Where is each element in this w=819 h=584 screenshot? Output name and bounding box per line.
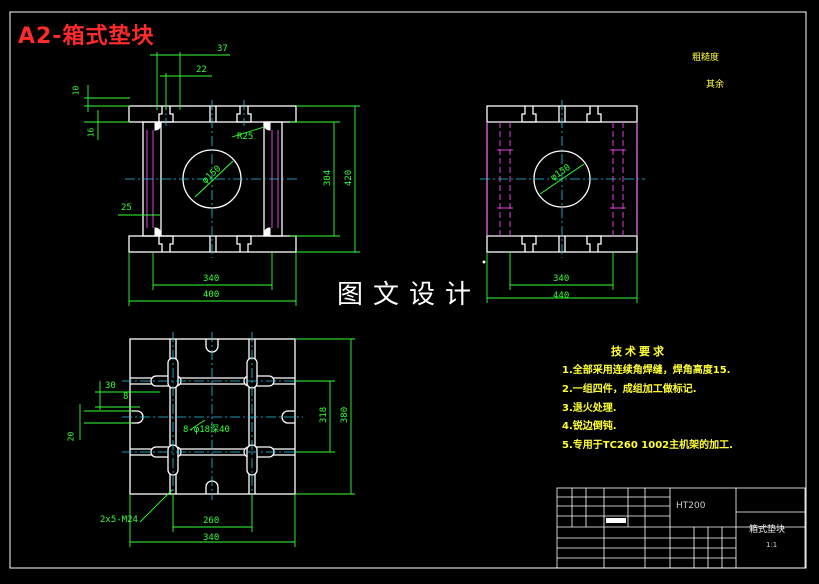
surface-finish-rest-note: 其余 xyxy=(706,80,725,90)
dim-340: 340 xyxy=(203,274,220,284)
front-dimension-lines xyxy=(84,52,360,306)
dim-22: 22 xyxy=(196,65,207,75)
tech-requirement-item: 2.一组四件，成组加工做标记. xyxy=(562,384,697,395)
tech-requirement-item: 4.锐边倒钝. xyxy=(562,421,617,432)
drawing-title: A2-箱式垫块 xyxy=(18,24,155,49)
surface-finish-note: 粗糙度 xyxy=(692,53,720,63)
dim-420: 420 xyxy=(344,169,355,187)
title-block-marker xyxy=(606,518,626,523)
dim-304: 304 xyxy=(323,169,334,187)
dim-16: 16 xyxy=(86,127,96,138)
dim-side-440: 440 xyxy=(553,291,570,301)
dim-side-340: 340 xyxy=(553,274,570,284)
part-name-label: 箱式垫块 xyxy=(749,525,786,535)
tech-requirement-item: 3.退火处理. xyxy=(562,403,617,414)
top-centerlines xyxy=(122,332,303,500)
watermark-text: 图文设计 xyxy=(337,280,482,310)
tech-requirement-item: 5.专用于TC260 1002主机架的加工. xyxy=(562,440,733,451)
dim-8: 8 xyxy=(123,392,129,402)
dim-380: 380 xyxy=(340,406,351,424)
top-dimension-lines xyxy=(79,338,355,547)
dim-400: 400 xyxy=(203,290,220,300)
front-diameter-line xyxy=(194,160,234,198)
material-label: HT200 xyxy=(676,501,706,511)
side-dimension-lines xyxy=(486,252,638,303)
dim-260: 260 xyxy=(203,516,220,526)
dim-37: 37 xyxy=(217,44,228,54)
scale-label: 1:1 xyxy=(766,541,778,549)
dim-20: 20 xyxy=(66,431,76,442)
side-diameter-line xyxy=(539,163,585,195)
top-view xyxy=(129,338,296,495)
dim-top-340: 340 xyxy=(203,533,220,543)
dim-r25: R25 xyxy=(237,132,254,142)
dim-holes: 8-φ18深40 xyxy=(183,425,230,435)
front-fillets xyxy=(154,121,271,237)
side-view-marker xyxy=(482,260,486,264)
dim-thread: 2x5-M24 xyxy=(100,515,138,525)
dim-318: 318 xyxy=(319,406,330,424)
dim-10: 10 xyxy=(71,85,81,96)
dim-30: 30 xyxy=(105,381,116,391)
dim-25: 25 xyxy=(121,203,132,213)
title-block xyxy=(556,487,806,569)
tech-requirement-item: 1.全部采用连续角焊缝，焊角高度15. xyxy=(562,365,731,376)
tech-requirements-title: 技术要求 xyxy=(611,345,667,358)
drawing-border xyxy=(9,11,807,569)
